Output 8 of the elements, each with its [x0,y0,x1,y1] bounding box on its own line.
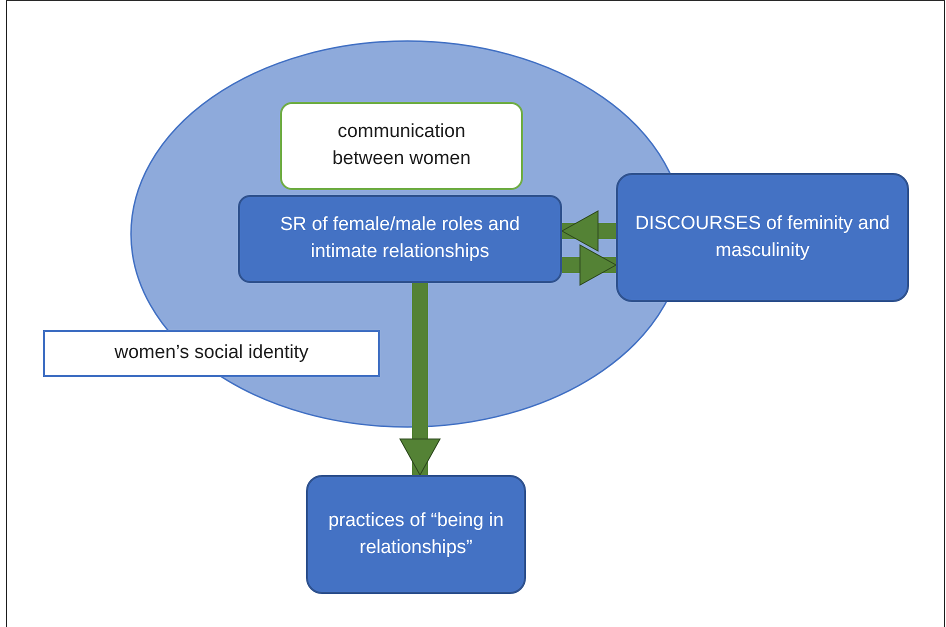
block-arrow [400,283,440,476]
process-box: DISCOURSES of feminity and masculinity [616,173,909,302]
block-arrow [562,210,616,252]
block-arrow [562,244,616,286]
text-box: communication between women [280,102,523,190]
process-box: practices of “being in relationships” [306,475,526,594]
text-box: women’s social identity [43,330,380,377]
process-box: SR of female/male roles and intimate relationships [238,195,562,283]
